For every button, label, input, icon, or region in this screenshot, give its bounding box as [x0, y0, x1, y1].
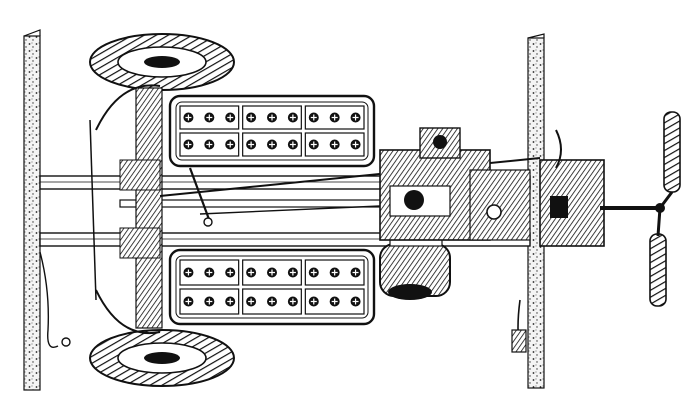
battery-terminal — [331, 114, 338, 121]
battery-terminal — [352, 269, 359, 276]
battery-terminal — [352, 298, 359, 305]
battery-terminal — [352, 141, 359, 148]
front-axle-assembly — [89, 84, 163, 335]
battery-terminal — [289, 269, 296, 276]
battery-terminal — [185, 141, 192, 148]
front-right-wheel — [89, 329, 235, 387]
battery-terminal — [331, 269, 338, 276]
battery-terminal — [248, 298, 255, 305]
front-left-wheel — [89, 33, 235, 91]
left-axle-beam — [23, 29, 41, 391]
battery-terminal — [310, 141, 317, 148]
battery-terminal — [185, 298, 192, 305]
battery-terminal — [269, 114, 275, 121]
battery-terminal — [206, 141, 213, 148]
battery-terminal — [310, 269, 317, 276]
battery-terminal — [269, 141, 275, 148]
battery-terminal — [310, 114, 317, 121]
battery-terminal — [289, 298, 296, 305]
battery-terminal — [206, 114, 213, 121]
battery-terminal — [206, 298, 213, 305]
battery-terminal — [206, 269, 213, 276]
gearbox-assembly — [379, 127, 531, 241]
upper-battery-bank — [168, 94, 376, 168]
lower-battery-bank — [168, 248, 376, 326]
battery-terminal — [310, 298, 317, 305]
battery-terminal — [185, 269, 192, 276]
battery-terminal — [248, 141, 255, 148]
battery-terminal — [289, 114, 296, 121]
battery-terminal — [185, 114, 192, 121]
battery-terminal — [227, 114, 234, 121]
battery-terminal — [269, 269, 275, 276]
battery-terminal — [331, 141, 338, 148]
battery-terminal — [269, 298, 275, 305]
battery-terminal — [248, 269, 255, 276]
rear-hub — [539, 129, 605, 247]
battery-terminal — [331, 298, 338, 305]
battery-terminal — [289, 141, 296, 148]
electric-motor — [379, 231, 451, 300]
battery-terminal — [227, 269, 234, 276]
cable-runs — [39, 251, 527, 353]
battery-terminal — [248, 114, 255, 121]
battery-terminal — [227, 298, 234, 305]
battery-terminal — [227, 141, 234, 148]
battery-terminal — [352, 114, 359, 121]
tiller-handle-icon — [600, 111, 681, 307]
